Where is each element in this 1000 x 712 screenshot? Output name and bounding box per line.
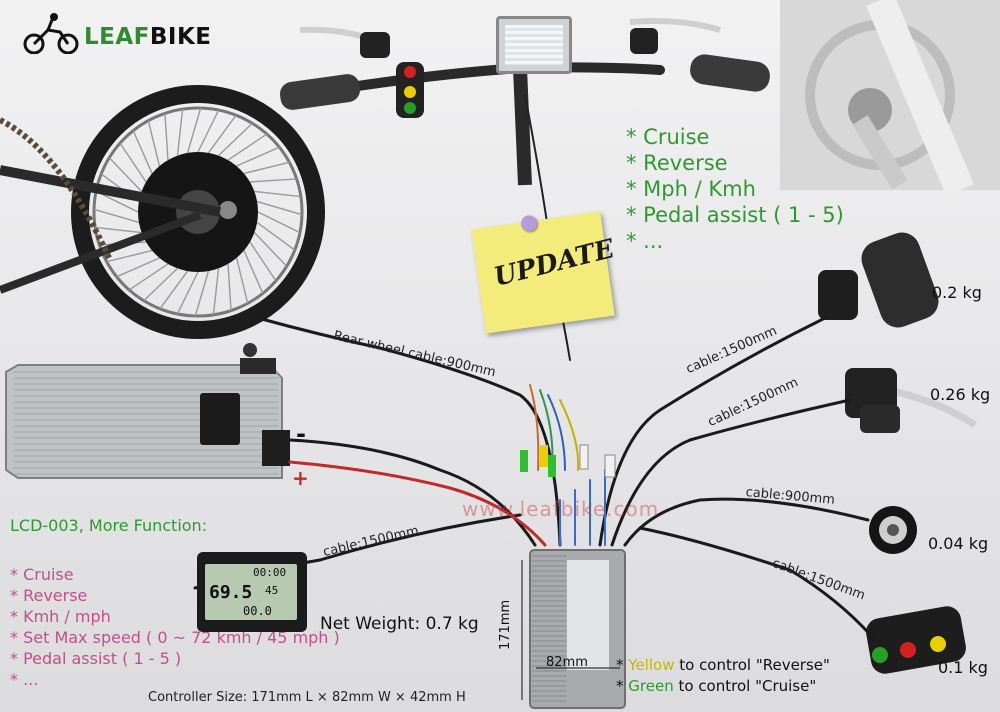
- function-switch: [866, 606, 966, 674]
- net-weight-label: Net Weight: 0.7 kg: [320, 614, 479, 634]
- switch-color-notes: * Yellow to control "Reverse" * Green to…: [616, 655, 830, 697]
- lcd-feature-list: * Cruise * Reverse * Kmh / mph * Set Max…: [10, 564, 340, 690]
- watermark: www.leafbike.com: [462, 497, 660, 521]
- handlebar-display: [496, 16, 572, 74]
- update-note-text: UPDATE: [491, 233, 618, 293]
- cables: [193, 94, 877, 642]
- switch-weight: 0.1 kg: [938, 658, 988, 677]
- lcd-bottom-readout: 00.0: [243, 604, 272, 618]
- crank-photo: [780, 0, 1000, 196]
- lcd-feature-item: * Reverse: [10, 586, 88, 605]
- battery-pack: [5, 343, 290, 479]
- pas-sensor: [869, 506, 917, 554]
- brake-lever: [845, 368, 977, 433]
- display-feature-item: * ...: [626, 229, 664, 253]
- lcd-feature-item: * Kmh / mph: [10, 607, 111, 626]
- pas-weight: 0.04 kg: [928, 534, 989, 553]
- lcd-small-readout: 45: [265, 584, 279, 597]
- controller-width-label: 82mm: [546, 655, 588, 670]
- display-feature-item: * Pedal assist ( 1 - 5): [626, 203, 844, 227]
- controller-height-label: 171mm: [498, 599, 513, 650]
- hub-motor-wheel: [0, 85, 325, 339]
- update-sticky-note: UPDATE: [471, 211, 618, 334]
- lcd-feature-item: * Pedal assist ( 1 - 5 ): [10, 649, 182, 668]
- display-feature-item: * Cruise: [626, 125, 710, 149]
- throttle-weight: 0.2 kg: [932, 283, 982, 302]
- display-feature-item: * Mph / Kmh: [626, 177, 756, 201]
- battery-minus-label: -: [296, 420, 306, 448]
- lcd-screen: 00:00 69.5 45 00.0: [205, 564, 297, 620]
- brake-weight: 0.26 kg: [930, 385, 991, 404]
- lcd-feature-item: * Set Max speed ( 0 ~ 72 kmh / 45 mph ): [10, 628, 340, 647]
- controller-box: [521, 549, 626, 709]
- brand-name: LEAFBIKE: [84, 24, 212, 50]
- yellow-note: * Yellow to control "Reverse": [616, 656, 830, 674]
- lcd-feature-item: * ...: [10, 670, 39, 689]
- handlebar-switch: [396, 62, 424, 118]
- lcd-003-display: 00:00 69.5 45 00.0: [197, 552, 307, 632]
- cyclist-icon: [23, 13, 79, 54]
- lcd-title: LCD-003, More Function:: [10, 516, 208, 535]
- lcd-speed-readout: 69.5: [209, 582, 253, 603]
- lcd-top-readout: 00:00: [253, 566, 287, 579]
- throttle-grip: [818, 232, 939, 328]
- display-feature-list: * Cruise * Reverse * Mph / Kmh * Pedal a…: [626, 124, 844, 254]
- green-note: * Green to control "Cruise": [616, 677, 817, 695]
- display-feature-item: * Reverse: [626, 151, 728, 175]
- battery-plus-label: +: [292, 466, 309, 490]
- controller-size-caption: Controller Size: 171mm L × 82mm W × 42mm…: [148, 690, 466, 705]
- lcd-feature-item: * Cruise: [10, 565, 74, 584]
